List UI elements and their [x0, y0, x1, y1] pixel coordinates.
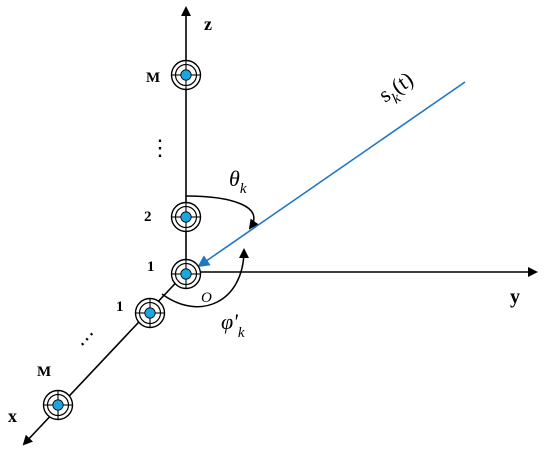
theta-angle-arc [185, 195, 259, 230]
x-ellipsis: ⋯ [72, 325, 102, 355]
sensor-x-M-icon [42, 389, 74, 421]
sensor-x-1-icon [134, 297, 166, 329]
signal-ray [197, 81, 466, 268]
y-axis-label: y [510, 286, 520, 308]
z-axis-label: z [204, 14, 212, 34]
x-sensor-1-label: 1 [116, 299, 124, 315]
x-axis-label: x [8, 406, 17, 426]
x-sensor-M-label: M [37, 364, 51, 380]
z-sensor-1-label: 1 [147, 259, 155, 275]
theta-label: θk [229, 166, 247, 197]
sensor-z-M-icon [170, 59, 202, 91]
z-sensor-2-label: 2 [144, 209, 152, 225]
z-ellipsis: ⋮ [149, 135, 171, 160]
x-axis [22, 271, 187, 446]
z-sensor-M-label: M [146, 70, 160, 86]
phi-label: φ'k [221, 309, 245, 341]
sensor-z-2-icon [170, 201, 202, 233]
signal-label: sk(t) [374, 66, 421, 112]
origin-label: O [201, 290, 212, 306]
phi-angle-arc [161, 248, 249, 308]
sensor-origin-icon [170, 258, 202, 290]
